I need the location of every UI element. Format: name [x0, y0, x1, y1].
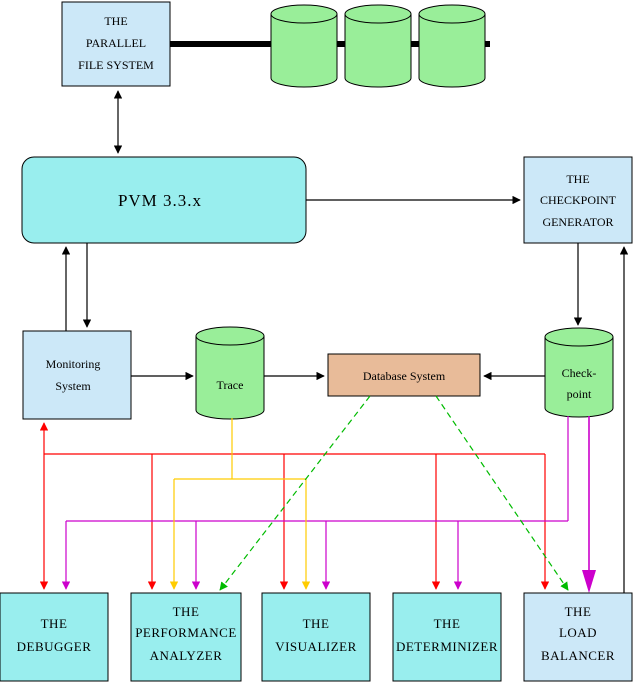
determinizer-line1: THE [434, 616, 461, 631]
edge-database-analyzer [219, 395, 371, 591]
disk-1-cylinder [270, 4, 338, 88]
checkpoint-line1: Check- [562, 366, 597, 380]
checkpoint-gen-line1: THE [566, 172, 589, 186]
pvm-label: PVM 3.3.x [118, 191, 202, 210]
debugger-line1: THE [41, 616, 68, 631]
visualizer-box: THE VISUALIZER [261, 592, 371, 682]
checkpoint-gen-line2: CHECKPOINT [540, 193, 617, 207]
checkpoint-line2: point [567, 387, 592, 401]
parallel-fs-line2: PARALLEL [86, 36, 146, 50]
perf-analyzer-line1: THE [173, 604, 200, 619]
parallel-file-system-box: THE PARALLEL FILE SYSTEM [61, 1, 171, 87]
pvm-box: PVM 3.3.x [21, 156, 307, 244]
trace-label: Trace [217, 378, 244, 392]
visualizer-line1: THE [303, 616, 330, 631]
load-balancer-line3: BALANCER [541, 648, 615, 663]
edge-database-balancer [435, 395, 569, 591]
determinizer-line2: DETERMINIZER [396, 639, 498, 654]
visualizer-line2: VISUALIZER [275, 639, 357, 654]
debugger-line2: DEBUGGER [17, 639, 92, 654]
red-bus [39, 422, 550, 590]
checkpoint-gen-line3: GENERATOR [542, 215, 613, 229]
perf-analyzer-line2: PERFORMANCE [135, 625, 237, 640]
disk-2-cylinder [344, 4, 412, 88]
determinizer-box: THE DETERMINIZER [392, 592, 502, 682]
load-balancer-line2: LOAD [559, 625, 597, 640]
checkpoint-generator-box: THE CHECKPOINT GENERATOR [523, 156, 633, 244]
parallel-fs-line3: FILE SYSTEM [78, 58, 154, 72]
performance-analyzer-box: THE PERFORMANCE ANALYZER [130, 592, 242, 682]
monitoring-line2: System [55, 379, 91, 393]
load-balancer-box: THE LOAD BALANCER [523, 592, 633, 682]
trace-cylinder: Trace [195, 326, 265, 420]
magenta-bus [61, 416, 596, 593]
disk-3-cylinder [418, 4, 486, 88]
database-system-box: Database System [327, 353, 481, 397]
checkpoint-cylinder: Check- point [544, 327, 614, 418]
monitoring-line1: Monitoring [46, 357, 101, 371]
yellow-bus [169, 418, 311, 590]
perf-analyzer-line3: ANALYZER [150, 648, 223, 663]
load-balancer-line1: THE [565, 604, 592, 619]
debugger-box: THE DEBUGGER [0, 592, 109, 682]
database-label: Database System [363, 369, 446, 383]
parallel-fs-line1: THE [104, 14, 127, 28]
monitoring-system-box: Monitoring System [22, 330, 132, 420]
